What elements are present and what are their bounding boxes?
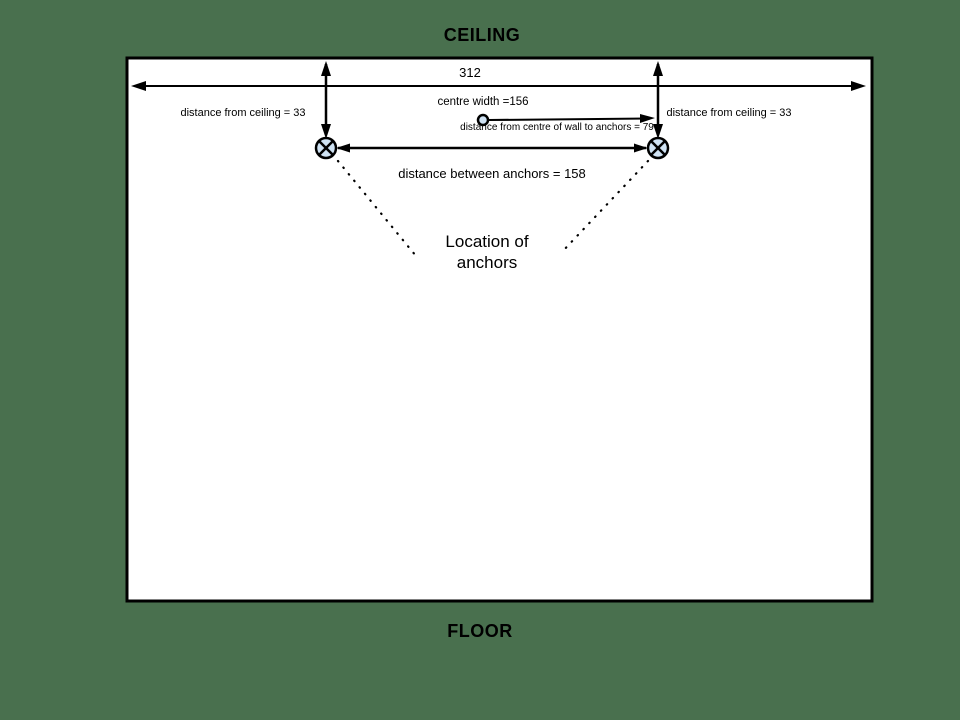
centre-width-label: centre width =156 <box>437 96 529 108</box>
wall-rect <box>125 56 874 603</box>
location-label-line2: anchors <box>456 253 518 272</box>
left-anchor-icon <box>314 136 338 160</box>
left-ceiling-distance-label: distance from ceiling = 33 <box>180 107 306 119</box>
centre-to-anchor-arrow <box>488 114 655 123</box>
wall-width-dimension-arrow <box>131 81 866 91</box>
location-of-anchors-label: Location of anchors <box>445 231 528 273</box>
wall-centre-marker <box>476 113 490 127</box>
between-anchors-label: distance between anchors = 158 <box>398 166 586 181</box>
ceiling-label: CEILING <box>443 25 521 45</box>
between-anchors-dimension-arrow <box>336 143 648 153</box>
wall-width-value-label: 312 <box>459 65 481 80</box>
right-ceiling-distance-arrow <box>653 61 663 139</box>
right-anchor-icon <box>646 136 670 160</box>
right-ceiling-distance-label: distance from ceiling = 33 <box>666 107 792 119</box>
floor-label: FLOOR <box>447 621 513 641</box>
centre-to-anchors-label: distance from centre of wall to anchors … <box>460 122 654 133</box>
location-label-line1: Location of <box>445 232 529 251</box>
left-ceiling-distance-arrow <box>321 61 331 139</box>
left-anchor-leader-dotted-line <box>336 159 418 258</box>
